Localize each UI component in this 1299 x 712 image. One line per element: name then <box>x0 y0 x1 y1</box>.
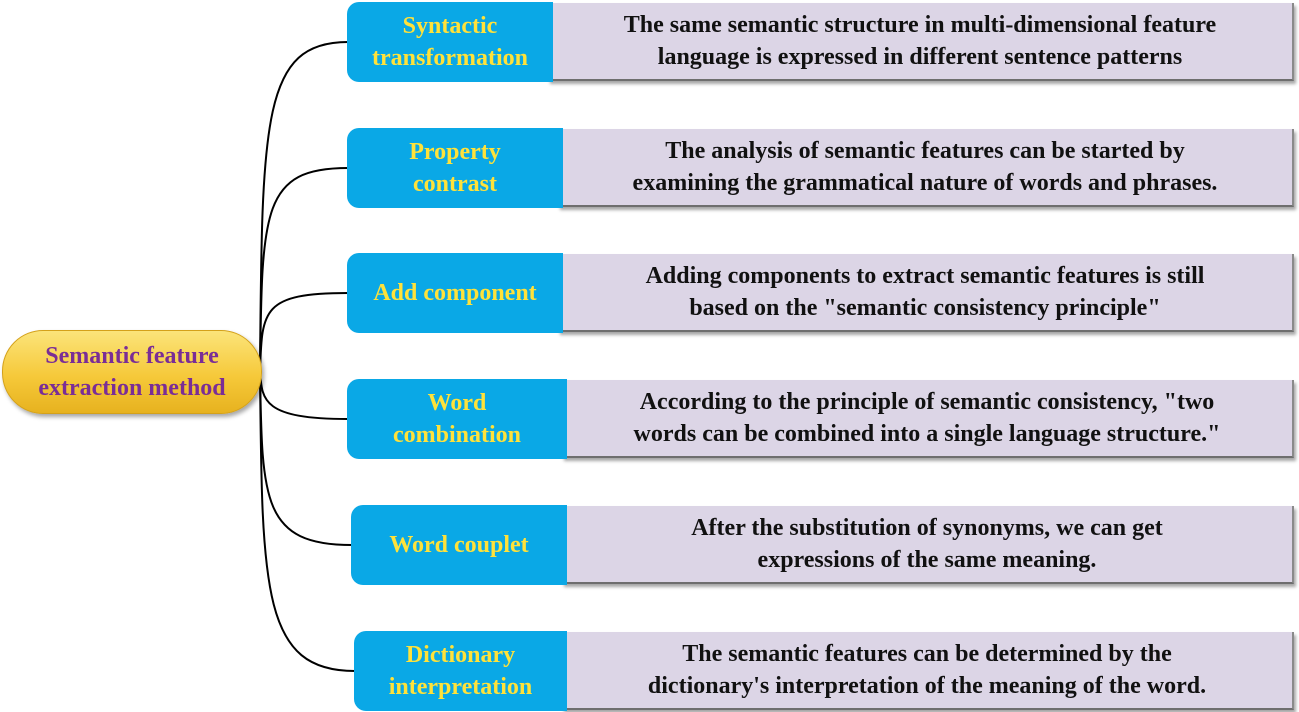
desc-box-add-component: Adding components to extract semantic fe… <box>558 254 1294 332</box>
connector-add-component <box>259 292 349 372</box>
desc-line-1: The semantic features can be determined … <box>682 641 1172 667</box>
desc-line-2: based on the "semantic consistency princ… <box>689 295 1161 321</box>
desc-line-2: words can be combined into a single lang… <box>633 421 1221 447</box>
branch-label-2: interpretation <box>388 674 533 700</box>
branch-label-1: Word <box>427 390 487 416</box>
branch-syntactic-transformation: Syntactic transformation <box>347 2 553 82</box>
branch-word-couplet: Word couplet <box>351 505 567 585</box>
desc-line-1: Adding components to extract semantic fe… <box>645 263 1205 289</box>
branch-label-1: Dictionary <box>405 642 516 668</box>
connector-word-couplet <box>259 370 353 546</box>
desc-box-word-couplet: After the substitution of synonyms, we c… <box>562 506 1294 584</box>
root-node: Semantic feature extraction method <box>2 330 262 414</box>
branch-label-1: Property <box>409 139 501 165</box>
desc-box-syntactic: The same semantic structure in multi-dim… <box>548 3 1294 81</box>
desc-line-1: The analysis of semantic features can be… <box>665 138 1185 164</box>
branch-property-contrast: Property contrast <box>347 128 563 208</box>
connector-syntactic <box>259 41 349 372</box>
branch-label-2: combination <box>392 422 521 448</box>
desc-box-dictionary: The semantic features can be determined … <box>562 632 1294 710</box>
branch-dictionary-interpretation: Dictionary interpretation <box>354 631 567 711</box>
root-line-2: extraction method <box>38 375 226 401</box>
branch-label-1: Syntactic <box>402 13 498 39</box>
desc-line-2: expressions of the same meaning. <box>757 547 1097 573</box>
desc-line-1: After the substitution of synonyms, we c… <box>691 515 1163 541</box>
branch-word-combination: Word combination <box>347 379 567 459</box>
desc-box-word-combination: According to the principle of semantic c… <box>562 380 1294 458</box>
connector-dictionary <box>259 370 356 672</box>
desc-line-1: According to the principle of semantic c… <box>639 389 1215 415</box>
root-line-1: Semantic feature <box>45 343 219 369</box>
branch-label-2: contrast <box>413 171 497 197</box>
desc-box-property: The analysis of semantic features can be… <box>558 129 1294 207</box>
desc-line-2: examining the grammatical nature of word… <box>632 170 1218 196</box>
desc-line-2: language is expressed in different sente… <box>657 44 1183 70</box>
connector-word-combination <box>259 370 349 420</box>
desc-line-1: The same semantic structure in multi-dim… <box>623 12 1217 38</box>
branch-label-1: Word couplet <box>389 532 529 558</box>
branch-add-component: Add component <box>347 253 563 333</box>
branch-label-1: Add component <box>373 280 537 306</box>
connector-property <box>259 167 349 372</box>
desc-line-2: dictionary's interpretation of the meani… <box>647 673 1207 699</box>
branch-label-2: transformation <box>372 45 528 71</box>
